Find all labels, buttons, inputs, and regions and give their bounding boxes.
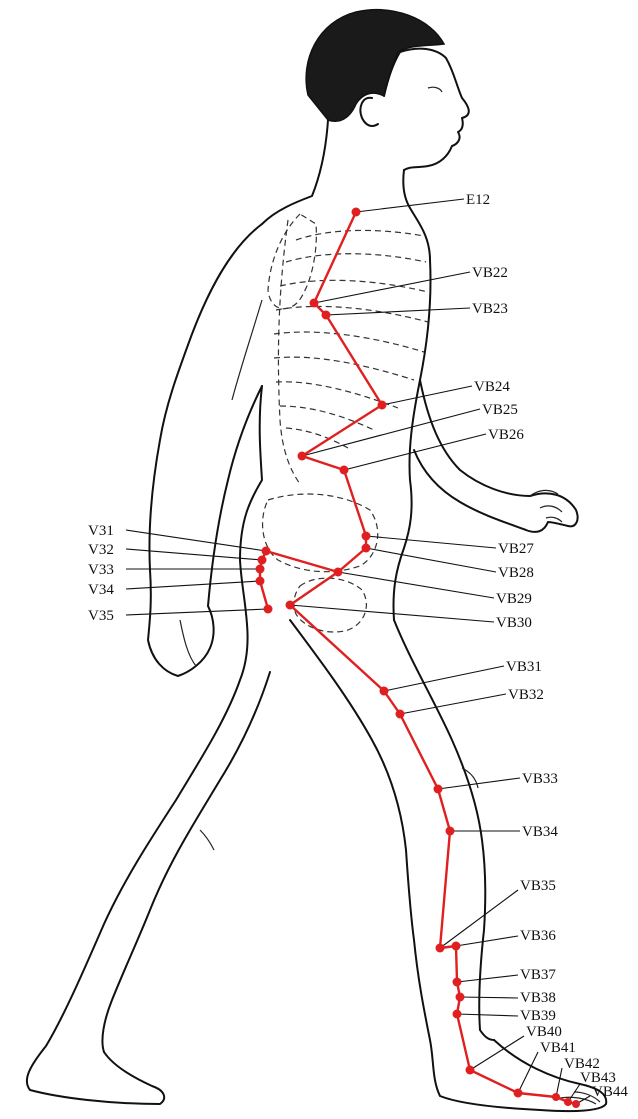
rib <box>280 280 428 292</box>
pelvis <box>263 494 378 572</box>
point-VB40 <box>466 1066 475 1075</box>
label-VB31: VB31 <box>506 659 542 675</box>
rib <box>286 254 426 262</box>
label-VB29: VB29 <box>496 591 532 607</box>
neck-back <box>262 120 328 224</box>
point-VB36 <box>452 942 461 951</box>
label-VB35: VB35 <box>520 878 556 894</box>
point-VB44 <box>572 1100 580 1108</box>
label-VB30: VB30 <box>496 615 532 631</box>
ear <box>360 98 378 126</box>
point-labels: E12 VB22 VB23 VB24 VB25 VB26 VB27 VB28 V… <box>88 192 628 1100</box>
label-VB26: VB26 <box>488 427 524 443</box>
point-V33 <box>256 565 265 574</box>
point-VB23 <box>322 311 331 320</box>
neck-front <box>403 170 430 260</box>
label-VB40: VB40 <box>526 1024 562 1040</box>
label-VB37: VB37 <box>520 967 556 983</box>
point-VB34 <box>446 827 455 836</box>
point-VB32 <box>396 710 405 719</box>
label-VB22: VB22 <box>472 265 508 281</box>
point-VB26 <box>340 466 349 475</box>
point-VB35 <box>436 944 445 953</box>
hip-joint <box>294 578 366 632</box>
knee-crease <box>200 768 478 850</box>
point-VB31 <box>380 687 389 696</box>
front-leg-front <box>394 620 494 1040</box>
label-V35: V35 <box>88 608 114 624</box>
point-VB33 <box>434 785 443 794</box>
point-V35 <box>264 605 273 614</box>
label-V31: V31 <box>88 523 114 539</box>
point-VB27 <box>362 532 371 541</box>
label-V32: V32 <box>88 542 114 558</box>
point-VB43 <box>564 1098 572 1106</box>
point-V34 <box>256 577 265 586</box>
rear-leg-front <box>102 672 270 1052</box>
point-VB38 <box>456 993 465 1002</box>
point-VB41 <box>514 1089 523 1098</box>
label-VB34: VB34 <box>522 824 558 840</box>
point-VB42 <box>552 1093 560 1101</box>
point-E12 <box>352 208 361 217</box>
label-VB44: VB44 <box>592 1084 628 1100</box>
torso-front <box>393 260 430 620</box>
point-VB39 <box>453 1010 462 1019</box>
rib <box>286 428 348 448</box>
label-VB32: VB32 <box>508 687 544 703</box>
point-VB37 <box>453 978 462 987</box>
point-VB30 <box>286 601 295 610</box>
point-VB28 <box>362 544 371 553</box>
label-VB23: VB23 <box>472 301 508 317</box>
buttocks <box>27 386 262 1104</box>
meridian-connector <box>266 551 338 572</box>
label-VB27: VB27 <box>498 541 534 557</box>
label-VB38: VB38 <box>520 990 556 1006</box>
point-V31 <box>262 547 271 556</box>
rib <box>274 332 424 352</box>
scapula <box>268 214 316 309</box>
hair <box>306 10 444 121</box>
label-VB41: VB41 <box>540 1040 576 1056</box>
label-E12: E12 <box>466 192 490 208</box>
point-VB24 <box>378 401 387 410</box>
point-VB22 <box>310 299 319 308</box>
label-V34: V34 <box>88 582 114 598</box>
head <box>384 49 469 170</box>
body-outline <box>27 10 606 1111</box>
skeleton-overlay <box>263 214 428 632</box>
rib <box>296 230 424 240</box>
label-VB28: VB28 <box>498 565 534 581</box>
label-VB33: VB33 <box>522 771 558 787</box>
label-VB39: VB39 <box>520 1008 556 1024</box>
label-V33: V33 <box>88 562 114 578</box>
point-VB25 <box>298 452 307 461</box>
eye <box>428 87 442 92</box>
point-VB29 <box>334 568 343 577</box>
label-VB24: VB24 <box>474 379 510 395</box>
label-VB25: VB25 <box>482 402 518 418</box>
point-V32 <box>258 556 267 565</box>
label-VB36: VB36 <box>520 928 556 944</box>
rib <box>274 357 414 380</box>
